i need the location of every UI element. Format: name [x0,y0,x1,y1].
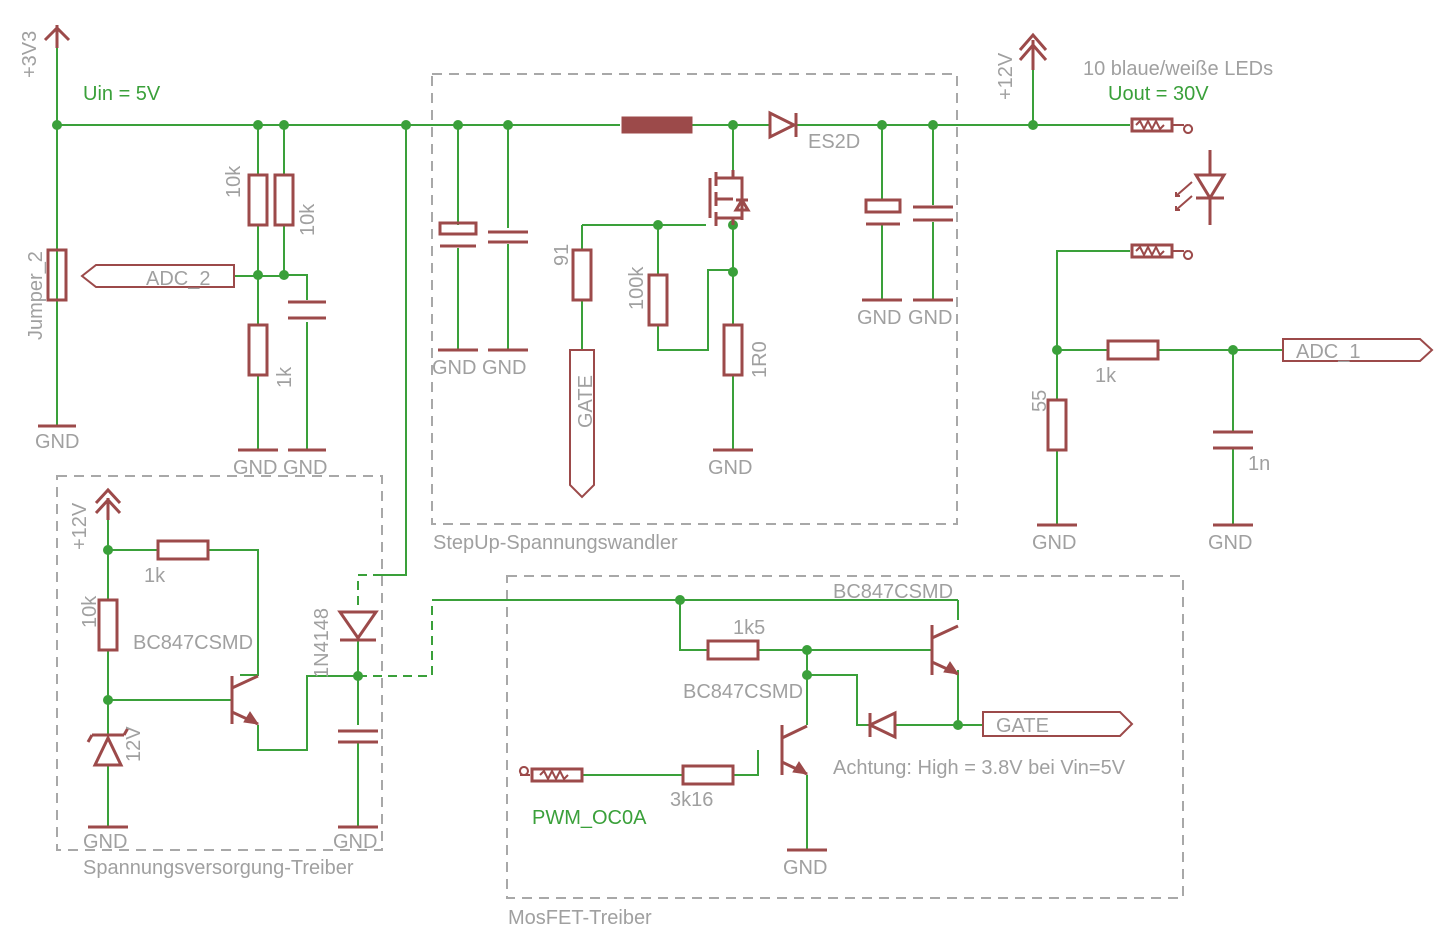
diode-gate [866,710,897,740]
label-r1k5: 1k5 [733,617,765,639]
capacitor-in [488,230,528,244]
label-q-driver: BC847CSMD [133,632,253,654]
label-r1r0: 1R0 [749,341,771,378]
resistor-1k-driver [156,539,210,561]
resistor-10k-a [247,173,269,227]
label-gnd-stepup-a: GND [432,357,476,379]
resistor-1k-adc2 [247,323,269,377]
led-connector-plus-coil [1135,118,1165,132]
diode-es2d-symbol [768,110,798,140]
adc1-port [1282,338,1434,362]
label-gnd-stepup-b: GND [482,357,526,379]
pwm-connector-coil [518,766,569,782]
label-warning: Achtung: High = 3.8V bei Vin=5V [833,757,1126,779]
resistor-1r0 [722,323,744,377]
transistor-driver [230,674,260,726]
label-gnd-adc2-a: GND [233,457,277,479]
led-connector-plus-pin [1172,124,1194,134]
label-1n4148: 1N4148 [311,608,333,678]
resistor-55 [1046,398,1068,452]
label-q-top: BC847CSMD [833,581,953,603]
label-r100k: 100k [626,266,648,310]
led-icon [1175,150,1227,225]
jumper-component [46,248,68,302]
label-r3k16: 3k16 [670,789,713,811]
mosfet-symbol [708,170,751,226]
driver-supply-block-box [56,475,383,851]
label-r91: 91 [551,244,573,266]
label-leds: 10 blaue/weiße LEDs [1083,58,1273,80]
label-r1k-driver: 1k [144,565,166,587]
supply-arrow-12v-driver [94,487,122,520]
resistor-91 [571,248,593,302]
label-q-bottom: BC847CSMD [683,681,803,703]
label-driver-supply-block: Spannungsversorgung-Treiber [83,857,354,879]
label-r10k-b: 10k [297,203,319,236]
resistor-100k [647,273,669,327]
label-gnd-adc1-b: GND [1208,532,1252,554]
resistor-10k-b [273,173,295,227]
junction-dots [52,120,1238,730]
adc2-port [80,264,235,288]
resistor-10k-driver [97,598,119,652]
label-zener: 12V [123,726,145,762]
label-12v-driver: +12V [69,502,91,550]
label-gnd-driver-a: GND [83,831,127,853]
led-connector-minus-coil [1135,244,1165,258]
label-pwm: PWM_OC0A [532,807,647,829]
label-uin: Uin = 5V [83,83,161,105]
label-gnd-adc1-a: GND [1032,532,1076,554]
transistor-bottom [780,724,809,776]
resistor-1k-adc1 [1106,339,1160,361]
diode-1n4148-symbol [337,610,379,642]
capacitor-out [913,205,953,222]
label-mosfet-driver-block: MosFET-Treiber [508,907,652,929]
electrolytic-cap-out [864,198,902,226]
label-c1n: 1n [1248,453,1270,475]
label-jumper: Jumper_2 [25,251,47,340]
resistor-1k5 [706,639,760,661]
inductor [621,116,693,134]
label-gnd-jumper: GND [35,431,79,453]
label-gate-port: GATE [996,715,1049,737]
label-gnd-adc2-b: GND [283,457,327,479]
label-gnd-out-b: GND [908,307,952,329]
label-r10k-a: 10k [223,165,245,198]
transistor-top [930,624,960,676]
supply-arrow-3v3 [43,25,71,48]
label-gnd-driver-b: GND [333,831,377,853]
label-r1k-adc2: 1k [274,366,296,388]
label-gnd-pwm: GND [783,857,827,879]
label-r10k-driver: 10k [79,595,101,628]
label-3v3: +3V3 [19,31,41,78]
capacitor-adc2 [288,300,326,320]
gate-port-vertical [569,349,595,499]
mosfet-driver-block-box [506,575,1184,899]
label-adc1: ADC_1 [1296,341,1360,363]
label-12v-top: +12V [995,52,1017,100]
label-gnd-mosfet: GND [708,457,752,479]
label-r1k-adc1: 1k [1095,365,1117,387]
resistor-3k16 [681,764,735,786]
stepup-block-box [431,73,958,525]
pwm-connector [530,767,584,783]
led-connector-minus-pin [1172,250,1194,260]
label-gate-vertical: GATE [575,375,597,428]
label-es2d: ES2D [808,131,860,153]
label-adc2: ADC_2 [146,268,210,290]
gate-port-horizontal [982,711,1134,737]
capacitor-1n [1213,430,1253,450]
label-uout: Uout = 30V [1108,83,1209,105]
labels: +3V3 Uin = 5V Jumper_2 GND 10k 10k 1k AD… [19,31,1360,929]
electrolytic-cap-in [438,221,478,248]
zener-diode [86,727,130,767]
supply-arrow-12v-top [1018,32,1048,70]
capacitor-driver [338,729,378,744]
label-r55: 55 [1029,390,1051,412]
label-stepup-block: StepUp-Spannungswandler [433,532,678,554]
label-gnd-out-a: GND [857,307,901,329]
